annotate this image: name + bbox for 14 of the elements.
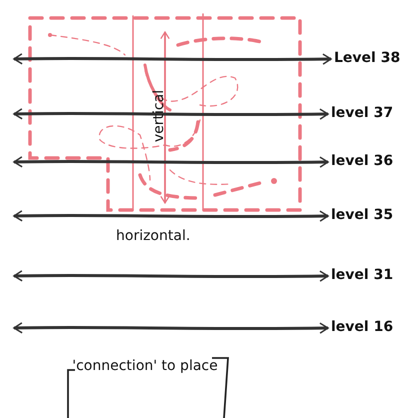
double-arrow (13, 108, 329, 120)
level-label: level 16 (331, 318, 394, 336)
axis-label: horizontal. (116, 228, 190, 244)
double-arrow (13, 53, 332, 65)
note-text: 'connection' to place (71, 358, 219, 375)
double-arrow (13, 270, 329, 282)
level-label: Level 38 (334, 49, 400, 67)
level-label: level 36 (331, 152, 394, 170)
level-label: level 37 (331, 104, 394, 122)
double-arrow (13, 156, 329, 168)
double-arrow (13, 322, 329, 334)
double-arrow (13, 210, 329, 222)
level-label: level 31 (331, 266, 394, 284)
level-label: level 35 (331, 206, 394, 224)
